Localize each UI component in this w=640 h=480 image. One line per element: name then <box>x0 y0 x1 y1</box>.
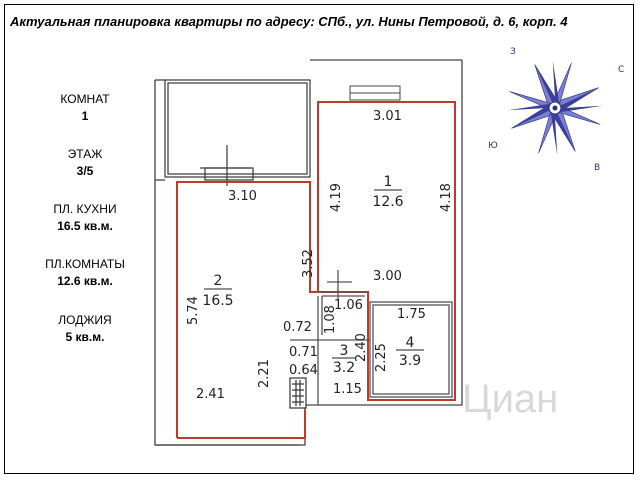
compass-north: С <box>618 65 624 75</box>
dim-room1-bottom: 3.00 <box>373 269 402 284</box>
dim-corridor-top: 1.06 <box>334 298 363 313</box>
dim-room2-bottom: 2.41 <box>196 387 225 402</box>
room-number: 2 <box>214 273 223 289</box>
page-title: Актуальная планировка квартиры по адресу… <box>10 14 568 29</box>
dim-corridor-side: 1.08 <box>323 305 338 334</box>
room-number: 4 <box>406 335 415 351</box>
interior-walls <box>290 270 453 405</box>
info-value: 3/5 <box>76 164 94 178</box>
room-area: 3.2 <box>333 360 355 376</box>
info-label: ПЛ.КОМНАТЫ <box>45 257 125 271</box>
info-label: КОМНАТ <box>60 92 110 106</box>
info-rooms-count: КОМНАТ 1 <box>30 92 140 123</box>
dim-room1-right: 4.18 <box>439 183 454 212</box>
dim-room2-side: 3.52 <box>301 249 316 278</box>
compass-east: В <box>594 163 600 173</box>
room-3-label: 3 3.2 <box>332 343 356 376</box>
info-label: ЛОДЖИЯ <box>58 313 112 327</box>
compass-rose <box>507 60 603 156</box>
dim-nook-c: 0.64 <box>289 363 318 378</box>
dim-bath-bottom: 1.15 <box>333 382 362 397</box>
room-area: 3.9 <box>399 353 421 369</box>
info-floor: ЭТАЖ 3/5 <box>30 147 140 178</box>
dim-bath-top: 1.75 <box>397 307 426 322</box>
dim-bath-side: 2.25 <box>374 343 389 372</box>
room-2-outline <box>176 181 318 439</box>
room-4-label: 4 3.9 <box>396 335 424 369</box>
info-value: 12.6 кв.м. <box>57 274 113 288</box>
room-2-label: 2 16.5 <box>202 273 233 309</box>
info-value: 1 <box>81 109 89 123</box>
room-1-window <box>349 85 401 101</box>
info-label: ПЛ. КУХНИ <box>53 202 117 216</box>
info-value: 16.5 кв.м. <box>57 219 113 233</box>
room-number: 3 <box>340 343 349 359</box>
compass-west: З <box>510 47 516 57</box>
room-area: 16.5 <box>202 293 233 309</box>
dim-room1-top: 3.01 <box>373 109 402 124</box>
info-room-area: ПЛ.КОМНАТЫ 12.6 кв.м. <box>30 257 140 288</box>
watermark-text: Циан <box>462 377 558 421</box>
image-frame <box>4 4 634 474</box>
loggia <box>164 79 311 186</box>
room-number: 1 <box>384 174 393 190</box>
dim-room2-lower: 2.21 <box>257 359 272 388</box>
info-label: ЭТАЖ <box>67 147 103 161</box>
dim-nook-b: 0.71 <box>289 345 318 360</box>
info-kitchen-area: ПЛ. КУХНИ 16.5 кв.м. <box>30 202 140 233</box>
info-value: 5 кв.м. <box>65 330 105 344</box>
room-1-label: 1 12.6 <box>372 174 403 210</box>
room-area: 12.6 <box>372 194 403 210</box>
dim-room2-left: 5.74 <box>186 296 201 325</box>
vent-shaft <box>289 377 307 409</box>
compass-south: Ю <box>488 141 498 151</box>
dim-room1-left: 4.19 <box>329 183 344 212</box>
dim-nook-a: 0.72 <box>283 320 312 335</box>
dim-corridor-mid: 2.40 <box>354 333 369 362</box>
info-loggia-area: ЛОДЖИЯ 5 кв.м. <box>30 313 140 344</box>
dim-room2-top: 3.10 <box>228 189 257 204</box>
